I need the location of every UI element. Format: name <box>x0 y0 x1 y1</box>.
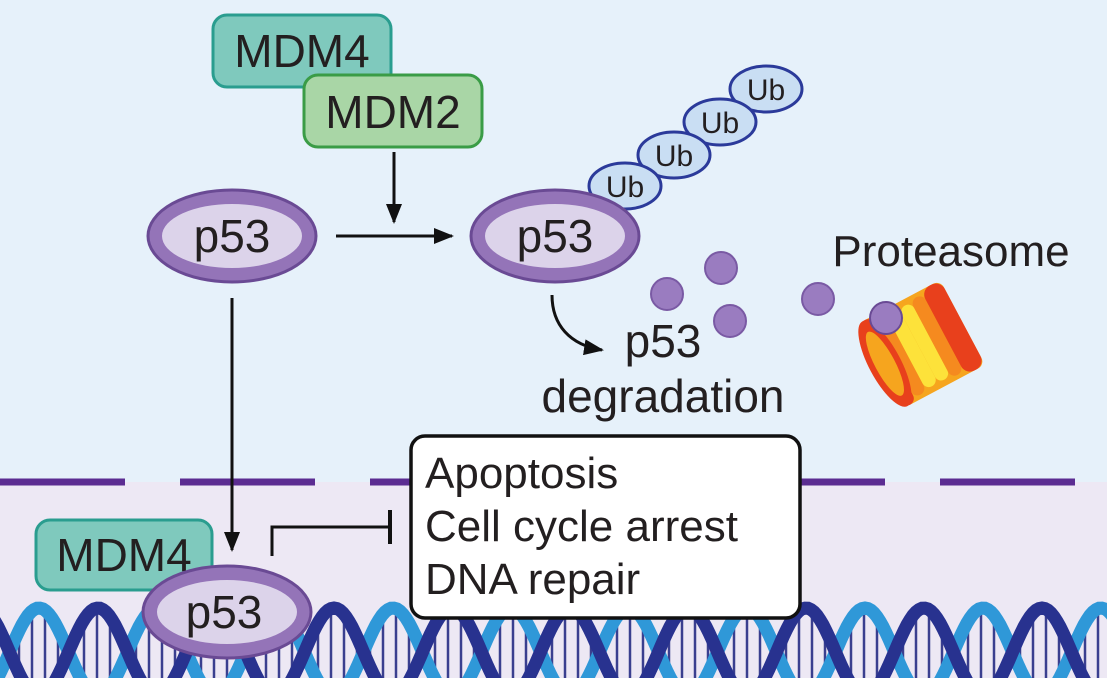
degradation-arrow <box>550 294 604 356</box>
ub-3: Ub <box>636 130 712 180</box>
mdm2-label: MDM2 <box>325 86 460 138</box>
p53-left: p53 <box>146 188 318 284</box>
ub-4-label: Ub <box>606 171 644 204</box>
fragment-1 <box>704 251 738 285</box>
outcome-dna-repair: DNA repair <box>425 555 640 604</box>
p53-right-label: p53 <box>517 210 594 262</box>
mdm4-top-box: MDM4 <box>211 13 393 89</box>
mdm2-box: MDM2 <box>302 73 484 149</box>
p53-nucleus: p53 <box>141 564 313 660</box>
fragment-3 <box>713 304 747 338</box>
inhibition-line <box>270 525 390 556</box>
p53-right: p53 <box>469 188 641 284</box>
mdm4-top-label: MDM4 <box>234 25 369 77</box>
p53-left-label: p53 <box>194 210 271 262</box>
outcome-cell-cycle-arrest: Cell cycle arrest <box>425 502 738 551</box>
ub-1-label: Ub <box>747 74 785 107</box>
proteasome-label: Proteasome <box>832 227 1069 276</box>
dna-strand <box>0 601 1091 678</box>
p53-nucleus-label: p53 <box>186 586 263 638</box>
outcome-apoptosis: Apoptosis <box>425 449 618 498</box>
mdm4-nucleus-label: MDM4 <box>56 529 191 581</box>
ub-2-label: Ub <box>701 107 739 140</box>
outcomes-box: Apoptosis Cell cycle arrest DNA repair <box>409 434 802 620</box>
degradation-line1: p53 <box>625 315 702 367</box>
fragment-4 <box>801 282 835 316</box>
degradation-line2: degradation <box>542 370 785 422</box>
ub-2: Ub <box>682 97 758 147</box>
fragment-2 <box>650 277 684 311</box>
ub-3-label: Ub <box>655 140 693 173</box>
ub-1: Ub <box>728 64 804 114</box>
fragment-entering-proteasome <box>869 301 903 335</box>
p53-fragments <box>650 251 835 338</box>
mdm4-nucleus-box: MDM4 <box>34 518 214 592</box>
